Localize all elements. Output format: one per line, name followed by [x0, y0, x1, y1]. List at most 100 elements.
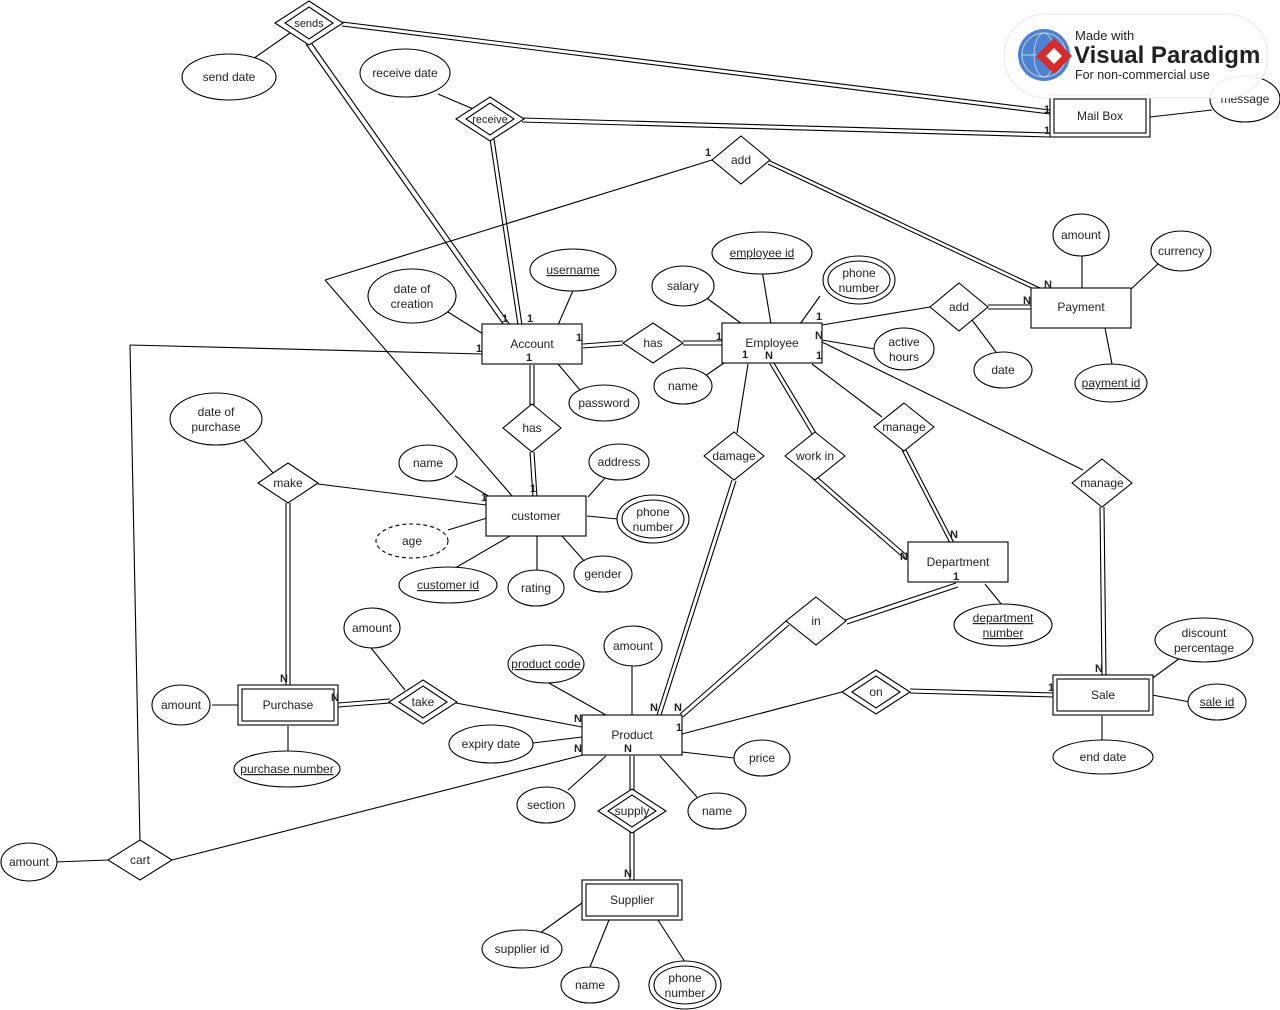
attribute-label: amount — [613, 639, 654, 653]
entity-label: Department — [927, 555, 990, 569]
cardinality-labels: 1 1 1 N N 1 1 1 1 1 1 1 N 1 N 1 1 1 N N … — [280, 104, 1103, 880]
attribute-add-date: date — [973, 351, 1033, 389]
attributes: send date receive date message amount cu… — [0, 48, 1280, 1010]
attribute-label: employee id — [730, 246, 795, 260]
attribute-label: purchase — [191, 420, 241, 434]
attribute-label: receive date — [372, 66, 438, 80]
attribute-label: phone — [842, 266, 876, 280]
attribute-label: date of — [394, 282, 431, 296]
attribute-currency: currency — [1150, 230, 1212, 272]
entity-account: Account — [481, 323, 583, 365]
cardinality-label: 1 — [526, 352, 532, 364]
cardinality-label: N — [624, 868, 632, 880]
attribute-active-hours: active hours — [873, 327, 935, 371]
attribute-label: amount — [161, 698, 202, 712]
entity-payment: Payment — [1030, 287, 1132, 329]
relationship-manage-sale: manage — [1071, 458, 1133, 508]
entity-label: Payment — [1057, 300, 1105, 314]
relationship-make: make — [257, 462, 319, 504]
attribute-discount-percentage: discount percentage — [1154, 617, 1254, 663]
attribute-gender: gender — [573, 555, 633, 593]
attribute-label: percentage — [1174, 641, 1234, 655]
visual-paradigm-watermark: Made with Visual Paradigm For non-commer… — [1003, 13, 1269, 99]
attribute-label: send date — [203, 70, 256, 84]
attribute-receive-date: receive date — [359, 48, 451, 98]
relationship-label: on — [869, 685, 882, 699]
relationship-label: has — [522, 421, 541, 435]
entity-label: Mail Box — [1077, 109, 1123, 123]
attribute-label: hours — [889, 350, 919, 364]
attribute-expiry-date: expiry date — [448, 724, 534, 764]
entity-label: Product — [611, 728, 653, 742]
attribute-date-of-purchase: date of purchase — [169, 392, 263, 446]
entity-sale: Sale — [1052, 674, 1154, 716]
attribute-label: number — [665, 986, 706, 1000]
attribute-end-date: end date — [1052, 739, 1154, 775]
attribute-product-code: product code — [507, 644, 585, 684]
attribute-label: section — [527, 798, 565, 812]
attribute-label: username — [546, 263, 600, 277]
attribute-label: discount — [1182, 626, 1227, 640]
relationship-label: receive — [472, 114, 507, 126]
cardinality-label: 1 — [1044, 104, 1050, 116]
relationship-has-account-customer: has — [502, 403, 562, 453]
entity-label: Account — [510, 337, 554, 351]
relationship-on: on — [840, 669, 912, 715]
cardinality-label: 1 — [676, 722, 682, 734]
watermark-non-commercial: For non-commercial use — [1075, 68, 1210, 82]
attribute-sale-id: sale id — [1187, 683, 1247, 721]
attribute-send-date: send date — [181, 53, 277, 101]
attribute-payment-amount: amount — [1052, 213, 1110, 257]
cardinality-label: N — [1023, 295, 1031, 307]
cardinality-label: N — [331, 692, 339, 704]
attribute-label: purchase number — [240, 762, 333, 776]
attribute-label: amount — [1061, 228, 1102, 242]
attribute-take-amount: amount — [343, 607, 401, 649]
attribute-label: active — [888, 335, 920, 349]
attribute-rating: rating — [507, 569, 565, 607]
attribute-label: customer id — [417, 578, 479, 592]
entities: Mail Box Payment Account Employee custom… — [237, 94, 1154, 921]
attribute-payment-id: payment id — [1074, 363, 1148, 403]
attribute-customer-name: name — [398, 444, 458, 482]
cardinality-label: 1 — [530, 483, 536, 495]
cardinality-label: N — [574, 743, 582, 755]
watermark-made-with: Made with — [1075, 28, 1134, 43]
relationship-label: in — [811, 614, 820, 628]
cardinality-label: 1 — [742, 349, 748, 361]
cardinality-label: N — [765, 350, 773, 362]
attribute-label: name — [668, 379, 698, 393]
attribute-age: age — [375, 523, 449, 559]
connector-lines — [55, 21, 1213, 968]
cardinality-label: N — [1095, 663, 1103, 675]
attribute-label: date — [991, 363, 1015, 377]
attribute-label: payment id — [1082, 376, 1141, 390]
entity-employee: Employee — [721, 322, 823, 364]
entity-label: Employee — [745, 336, 799, 350]
attribute-label: name — [575, 978, 605, 992]
cardinality-label: N — [624, 743, 632, 755]
relationship-label: make — [273, 476, 303, 490]
attribute-label: creation — [391, 297, 434, 311]
relationship-label: work in — [795, 449, 834, 463]
attribute-label: number — [633, 520, 674, 534]
cardinality-label: 1 — [716, 331, 722, 343]
attribute-label: number — [983, 626, 1024, 640]
attribute-label: sale id — [1200, 695, 1235, 709]
attribute-label: password — [578, 396, 629, 410]
attribute-product-name: name — [687, 792, 747, 830]
relationship-label: cart — [130, 853, 151, 867]
attribute-label: address — [598, 455, 641, 469]
attribute-label: price — [749, 751, 775, 765]
cardinality-label: N — [900, 551, 908, 563]
attribute-label: amount — [352, 621, 393, 635]
attribute-label: number — [839, 281, 880, 295]
attribute-cart-amount: amount — [0, 842, 58, 882]
cardinality-label: N — [674, 702, 682, 714]
attribute-label: expiry date — [462, 737, 521, 751]
attribute-employee-id: employee id — [711, 231, 813, 275]
cardinality-label: N — [815, 330, 823, 342]
watermark-brand: Visual Paradigm — [1074, 42, 1260, 69]
relationship-label: has — [643, 336, 662, 350]
attribute-customer-phone: phone number — [616, 494, 690, 544]
